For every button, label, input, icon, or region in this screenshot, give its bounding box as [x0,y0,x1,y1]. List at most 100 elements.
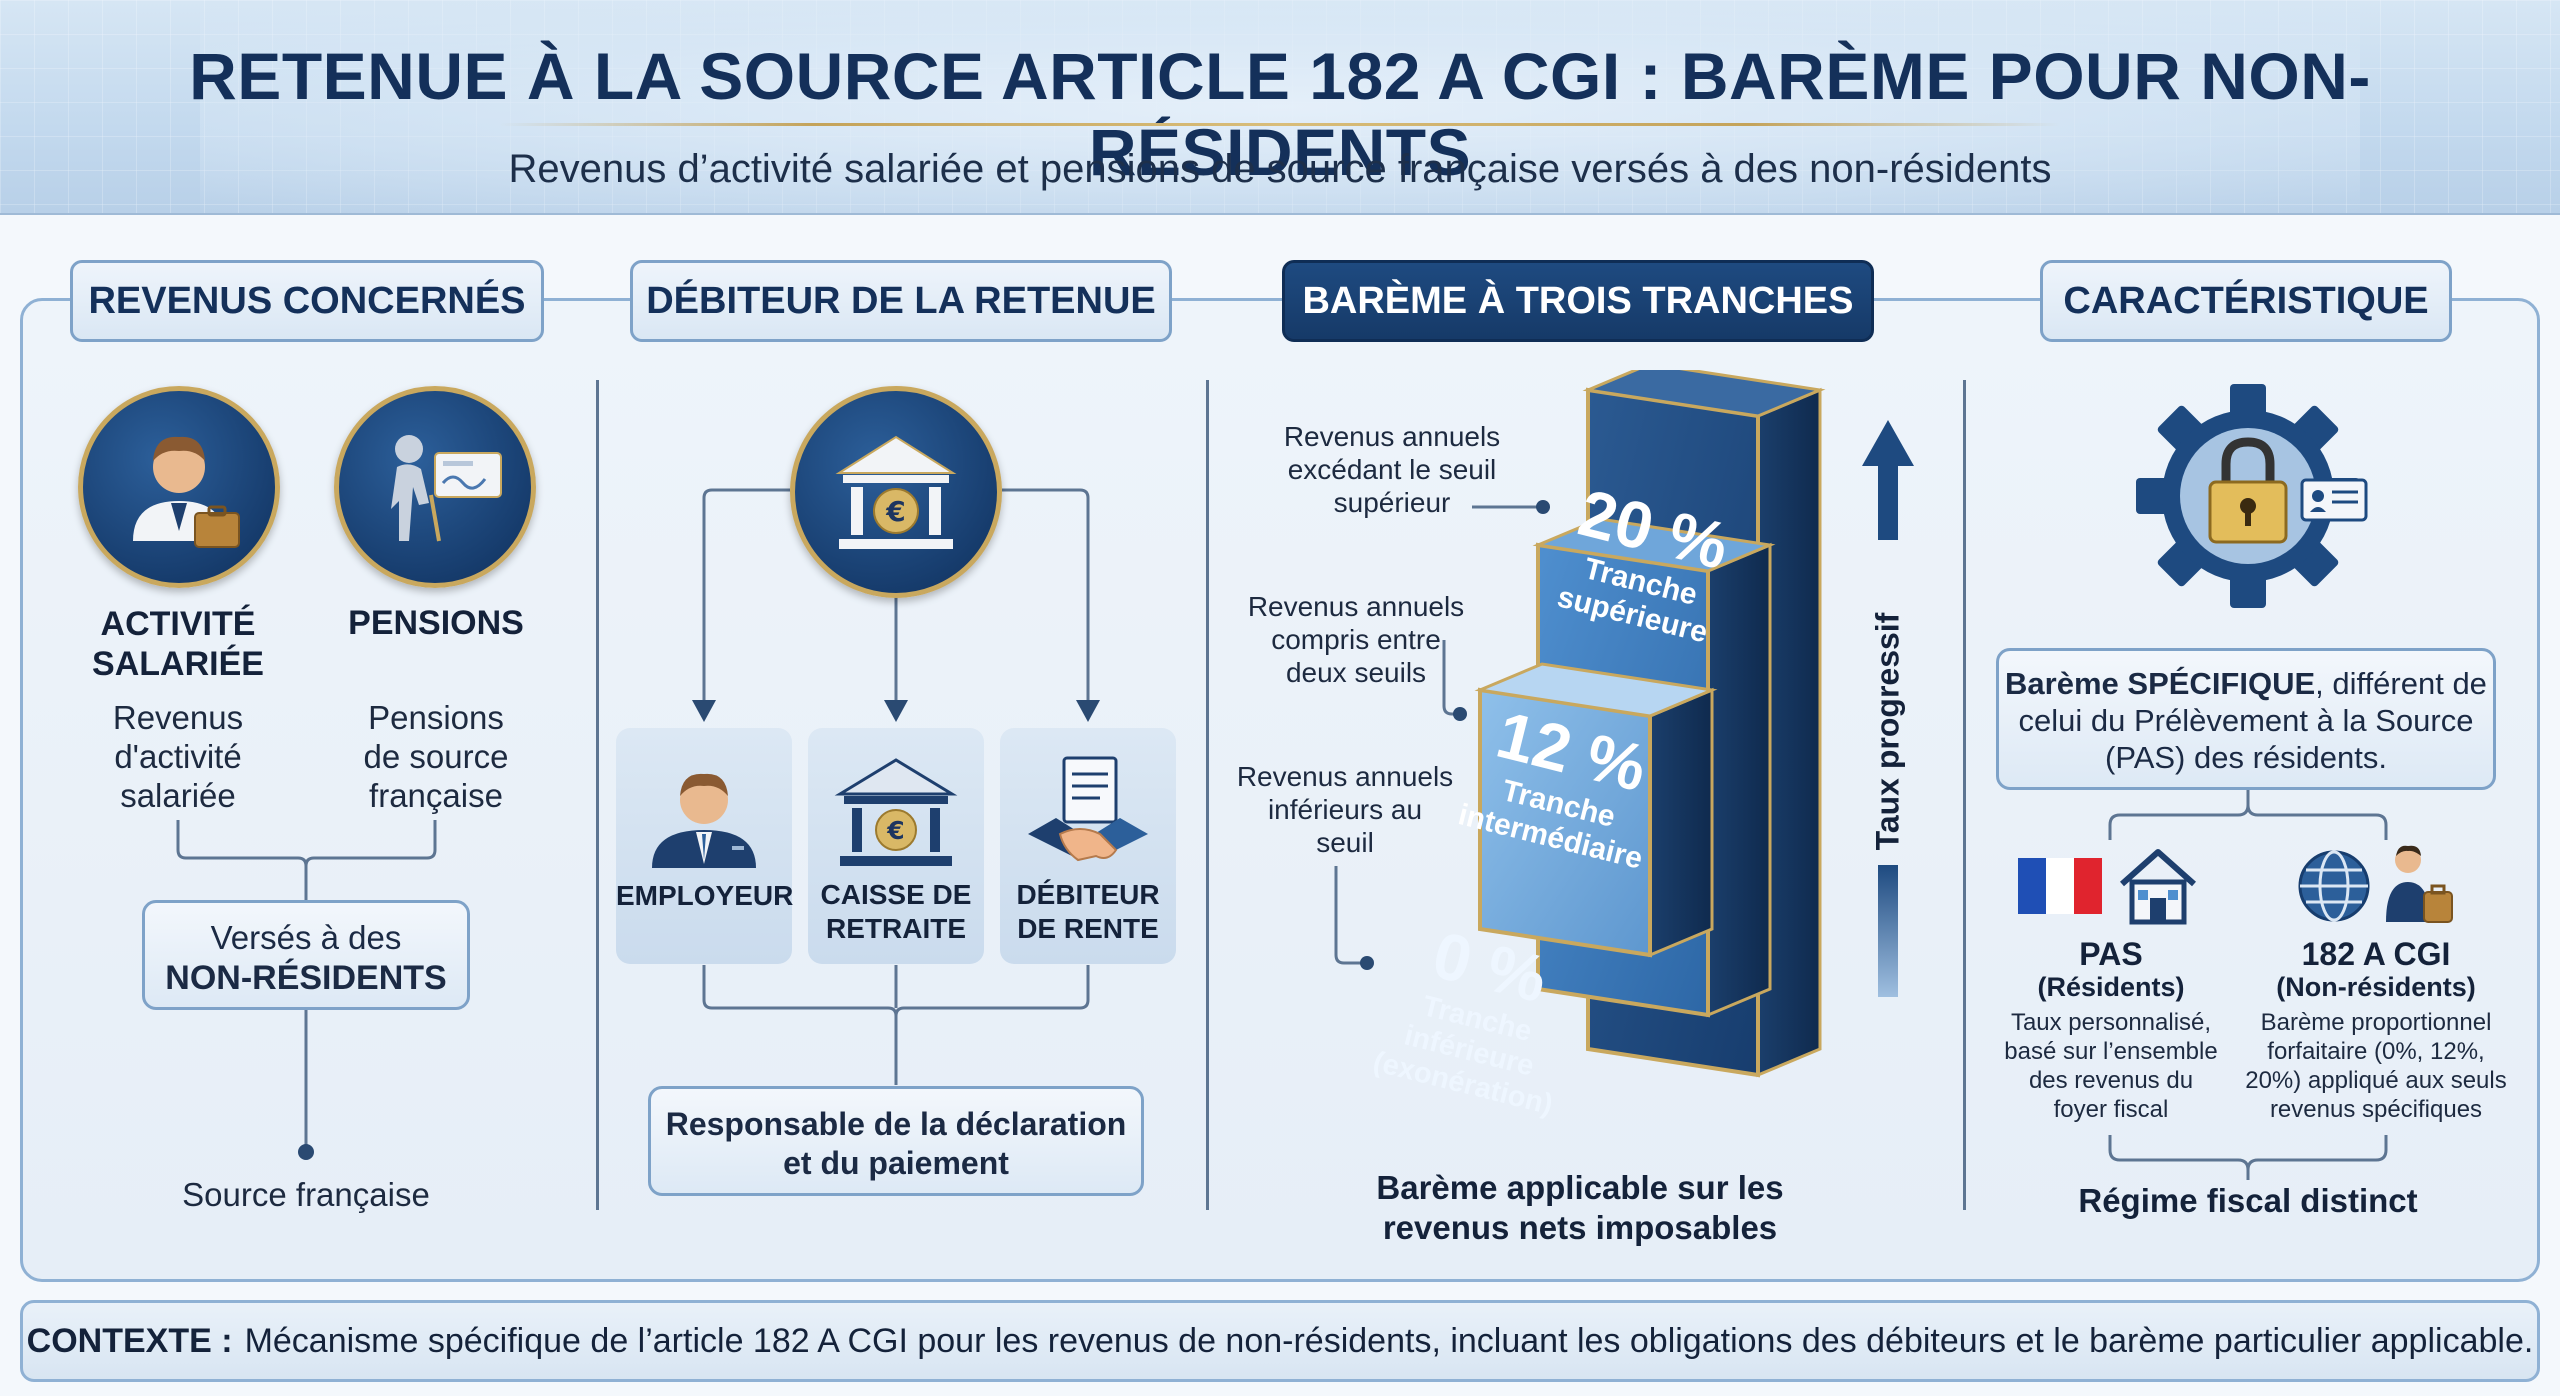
source-francaise-label: Source française [182,1176,430,1213]
regime-fiscal-distinct-label: Régime fiscal distinct [2078,1182,2418,1219]
column-separator-1 [596,380,599,1210]
activite-title-line1: ACTIVITÉ [100,605,256,643]
specifique-line3: (PAS) des résidents. [2105,740,2387,775]
tier-20-desc-line2: excédant le seuil [1287,454,1497,485]
tier-20-desc-line1: Revenus annuels [1283,421,1501,452]
svg-text:€: € [885,495,905,528]
activite-desc-line3: salariée [120,777,236,814]
pas-desc-line3: des revenus du [2028,1067,2194,1094]
caisse-label-line2: RETRAITE [826,913,966,944]
rente-label-line1: DÉBITEUR [1016,879,1160,910]
globe-icon [2298,850,2370,922]
pension-icon-circle [334,386,536,588]
taux-progressif-label: Taux progressif [1869,612,1906,851]
cgi-desc-line2: forfaitaire (0%, 12%, [2267,1038,2485,1065]
pensions-desc-line3: française [369,777,503,814]
header-banner: RETENUE À LA SOURCE ARTICLE 182 A CGI : … [0,0,2560,215]
rente-label-line2: DE RENTE [1017,913,1159,944]
context-text: Mécanisme spécifique de l’article 182 A … [244,1321,2534,1360]
activite-desc-line1: Revenus [112,699,244,736]
svg-text:€: € [886,816,904,845]
caisse-retraite-card: € CAISSE DE RETRAITE [808,728,984,964]
tier-12-desc-line1: Revenus annuels [1247,591,1465,622]
page-subtitle: Revenus d’activité salariée et pensions … [508,147,2052,191]
employee-icon [133,436,240,548]
tier-12-desc-line2: compris entre [1271,624,1441,655]
tier-0-block [1474,662,1718,958]
pas-title: PAS [2079,936,2143,972]
employeur-card: EMPLOYEUR [616,728,794,964]
specifique-bold: Barème SPÉCIFIQUE [2005,666,2316,701]
handshake-contract-icon [1028,756,1148,862]
section-heading-revenus: REVENUS CONCERNÉS [70,260,544,342]
employer-person-icon [652,773,756,868]
responsable-box: Responsable de la déclaration et du paie… [648,1086,1144,1196]
column-separator-3 [1963,380,1966,1210]
cgi-desc-line4: revenus spécifiques [2269,1096,2483,1123]
debiteur-rente-card: DÉBITEUR DE RENTE [1000,728,1176,964]
non-residents-box-line2: NON-RÉSIDENTS [165,959,447,997]
activite-salariee-title: ACTIVITÉ SALARIÉE [60,604,296,684]
pas-subtitle: (Résidents) [2037,972,2185,1002]
section-heading-bareme: BARÈME À TROIS TRANCHES [1282,260,1874,342]
cgi-desc-line1: Barème proportionnel [2260,1009,2492,1036]
traveller-icon [2386,845,2453,923]
bank-icon-circle: € [790,386,1002,598]
activite-title-line2: SALARIÉE [92,645,264,683]
tier-0-desc-line1: Revenus annuels [1236,761,1454,792]
section-heading-caracteristique: CARACTÉRISTIQUE [2040,260,2452,342]
header-glow [200,0,2360,213]
responsable-line1: Responsable de la déclaration [665,1106,1127,1142]
title-divider [500,123,2060,126]
context-footer: CONTEXTE : Mécanisme spécifique de l’art… [20,1300,2540,1382]
cgi-subtitle: (Non-résidents) [2276,972,2476,1002]
house-icon [2120,849,2196,925]
cgi-desc-line3: 20%) appliqué aux seuls [2245,1067,2507,1094]
activite-desc-line2: d'activité [114,738,242,775]
tier-20-desc-line3: supérieur [1333,487,1451,518]
pas-desc-line2: basé sur l’ensemble [2004,1038,2218,1065]
tier-12-description: Revenus annuels compris entre deux seuil… [1226,590,1486,689]
tier-20-description: Revenus annuels excédant le seuil supéri… [1262,420,1522,519]
specifique-line2: celui du Prélèvement à la Source [2018,703,2474,738]
pensions-description: Pensions de source française [320,698,552,815]
tier-0-description: Revenus annuels inférieurs au seuil [1222,760,1468,859]
activite-salariee-description: Revenus d'activité salariée [60,698,296,815]
pas-description: Taux personnalisé, basé sur l’ensemble d… [1986,1008,2236,1124]
pensions-title: PENSIONS [348,604,524,642]
employee-icon-circle [78,386,280,588]
gear-lock-icon [2136,384,2368,608]
bareme-caption: Barème applicable sur les revenus nets i… [1320,1168,1840,1248]
context-label: CONTEXTE : [26,1321,233,1360]
bareme-caption-line2: revenus nets imposables [1382,1209,1778,1246]
caisse-retraite-label: CAISSE DE RETRAITE [808,878,984,946]
section-heading-debiteur: DÉBITEUR DE LA RETENUE [630,260,1172,342]
column-separator-2 [1206,380,1209,1210]
specifique-rest: , différent de [2315,666,2487,701]
responsable-line2: et du paiement [783,1145,1009,1181]
debiteur-rente-label: DÉBITEUR DE RENTE [1000,878,1176,946]
bank-building-icon: € [834,758,958,866]
cgi-title: 182 A CGI [2301,936,2451,972]
pensions-desc-line1: Pensions [368,699,504,736]
bareme-caption-line1: Barème applicable sur les [1376,1169,1784,1206]
staircase-blocks [1474,370,1826,1078]
non-residents-box: Versés à des NON-RÉSIDENTS [142,900,470,1010]
specifique-line1: Barème SPÉCIFIQUE, différent de [1999,665,2493,702]
cgi-description: Barème proportionnel forfaitaire (0%, 12… [2240,1008,2512,1124]
non-residents-box-line1: Versés à des [210,919,402,956]
pas-desc-line4: foyer fiscal [2053,1096,2169,1123]
tier-0-desc-line3: seuil [1316,827,1374,858]
tax-bracket-staircase [1474,370,1826,1078]
page-title: RETENUE À LA SOURCE ARTICLE 182 A CGI : … [189,39,2371,189]
bareme-specifique-box: Barème SPÉCIFIQUE, différent de celui du… [1996,648,2496,790]
elderly-pensioner-icon [391,435,502,542]
french-flag-icon [2018,858,2102,914]
pensions-desc-line2: de source [363,738,509,775]
tier-12-desc-line3: deux seuils [1285,657,1427,688]
pas-desc-line1: Taux personnalisé, [2010,1009,2212,1036]
progressive-rate-arrow [1862,420,1914,997]
tier-0-desc-line2: inférieurs au [1267,794,1423,825]
employeur-label: EMPLOYEUR [616,880,794,911]
caisse-label-line1: CAISSE DE [820,879,972,910]
